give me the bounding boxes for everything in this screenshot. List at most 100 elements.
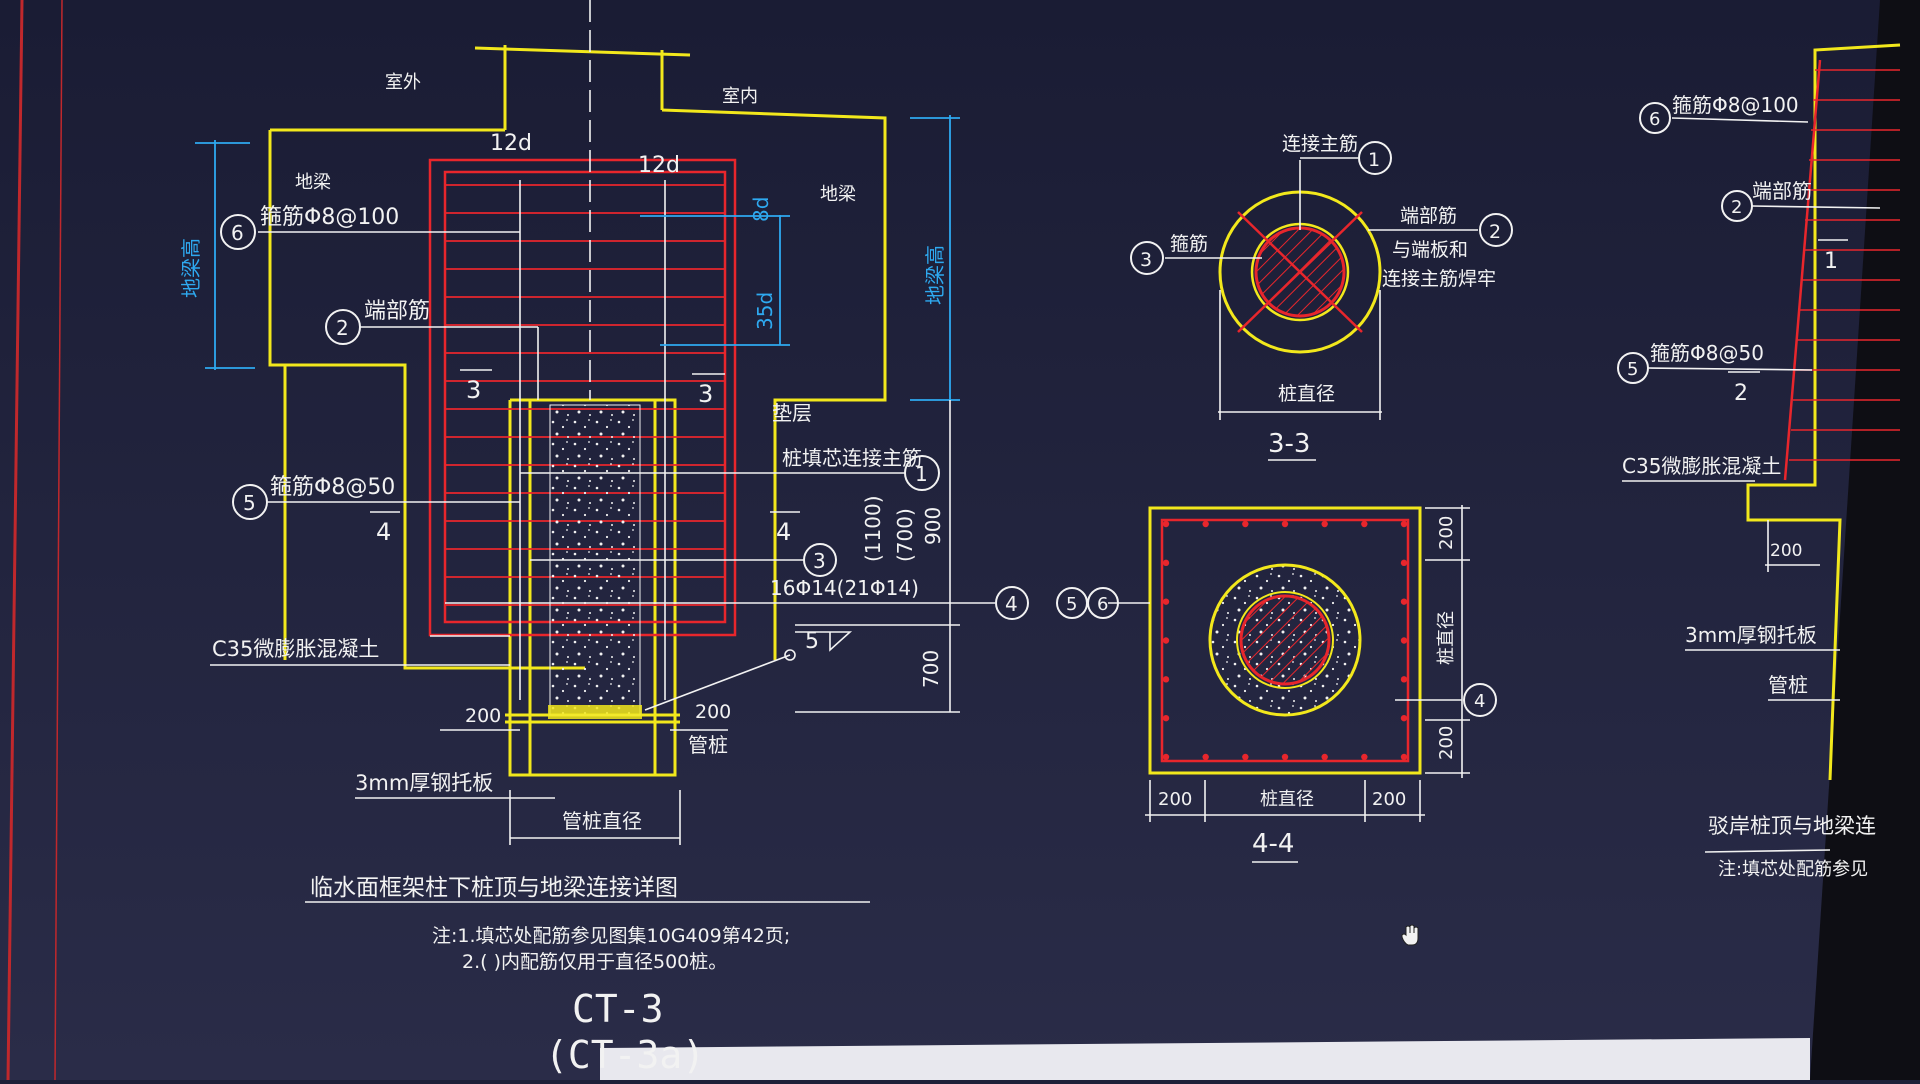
- right-partial-detail: 箍筋Φ8@100 端部筋 1 箍筋Φ8@50 2 C35微膨胀混凝土 200 3…: [1617, 43, 1901, 880]
- screen-edge-line-2: [54, 0, 63, 1081]
- callout-num-6: 6: [231, 221, 244, 245]
- sec44-rebar-dot: [1202, 520, 1209, 528]
- label-35d: 35d: [753, 292, 777, 330]
- callout-circle-4: [995, 586, 1029, 620]
- weld-dot: [784, 649, 796, 661]
- sec44-outline: [1148, 506, 1422, 775]
- sec44-num-4: 4: [1474, 691, 1485, 712]
- sec44-dim-200-top: 200: [1436, 516, 1457, 550]
- callout-circle-3: [803, 543, 837, 577]
- label-dim-700: 700: [919, 650, 943, 688]
- label-code-1: CT-3: [572, 987, 664, 1031]
- sec44-rebar-dot: [1400, 637, 1408, 644]
- right-concrete: C35微膨胀混凝土: [1622, 454, 1781, 478]
- right-num-5: 5: [1627, 359, 1638, 380]
- right-callout-5: 箍筋Φ8@50: [1650, 341, 1764, 365]
- sec33-num-3: 3: [1140, 249, 1152, 271]
- right-title-line: [1704, 849, 1831, 853]
- sec44-label: 4-4: [1252, 829, 1294, 859]
- right-circle-6: [1639, 102, 1671, 134]
- callout-num-3: 3: [813, 549, 826, 573]
- monitor-bezel-right: [1810, 0, 1920, 1080]
- label-outdoor: 室外: [385, 72, 421, 93]
- right-num-2: 2: [1731, 197, 1742, 218]
- right-callout-6: 箍筋Φ8@100: [1672, 93, 1799, 117]
- label-callout-2: 端部筋: [364, 299, 430, 324]
- label-sec4-right: 4: [776, 518, 791, 546]
- sec44-rebar-dot: [1321, 520, 1328, 528]
- sec44-rebar-dot: [1400, 714, 1408, 722]
- label-ground-beam-right: 地梁: [820, 184, 856, 205]
- sec44-cage: [1160, 518, 1410, 763]
- label-note-2: 2.( )内配筋仅用于直径500桩。: [462, 951, 727, 973]
- label-pipe-pile: 管桩: [688, 733, 728, 757]
- sec44-pile-dia-v: 桩直径: [1436, 611, 1457, 665]
- main-detail: 室外 室内 地梁 地梁 12d 12d 箍筋Φ8@100 端部筋 箍筋Φ8@50…: [179, 0, 1029, 1077]
- sec44-dim-200-left: 200: [1158, 789, 1192, 810]
- right-title-part: 驳岸桩顶与地梁连: [1708, 814, 1876, 838]
- sec44-rebar-dot: [1361, 753, 1368, 761]
- label-pile-dia: 管桩直径: [562, 809, 642, 833]
- label-title: 临水面框架柱下桩顶与地梁连接详图: [310, 875, 678, 901]
- label-cushion: 垫层: [772, 401, 812, 425]
- right-note-part: 注:填芯处配筋参见: [1718, 859, 1868, 880]
- pile-bottom-band: [548, 705, 642, 719]
- sec44-rebar-dot: [1162, 753, 1170, 761]
- beam-outline-left-lower: [268, 130, 585, 670]
- label-note-1: 注:1.填芯处配筋参见图集10G409第42页;: [432, 925, 790, 947]
- label-code-2: (CT-3a): [545, 1033, 705, 1077]
- right-circle-5: [1617, 352, 1649, 384]
- sec33-num-1: 1: [1368, 149, 1380, 171]
- sec33-end-bar-3-label: 连接主筋焊牢: [1382, 268, 1496, 290]
- sec44-rebar-dot: [1400, 676, 1408, 683]
- callout-circle-1: [904, 455, 940, 491]
- sec44-rebar-dot: [1242, 520, 1249, 528]
- label-callout-4: 16Φ14(21Φ14): [770, 576, 919, 600]
- screen-lower-white-edge: [600, 1038, 1810, 1080]
- sec44-rebar-dot: [1162, 637, 1170, 644]
- sec44-rebar-dot: [1400, 598, 1408, 605]
- sec44-circle-6: [1087, 587, 1119, 619]
- right-dim-200-label: 200: [1770, 541, 1802, 561]
- sec44-core: [1239, 594, 1331, 686]
- label-plate: 3mm厚钢托板: [355, 771, 493, 795]
- right-leader-5: [1647, 367, 1813, 371]
- right-plate: 3mm厚钢托板: [1685, 623, 1817, 647]
- sec44-rebar-dot: [1281, 520, 1289, 528]
- callout-circle-5: [232, 484, 268, 520]
- sec44-rebar-dot: [1400, 753, 1408, 761]
- sec44-dim-200-right: 200: [1372, 789, 1406, 810]
- callout-num-1: 1: [915, 462, 928, 486]
- callout-num-4: 4: [1005, 592, 1018, 616]
- label-beam-height-right: 地梁高: [923, 245, 947, 305]
- label-dim-200-right: 200: [695, 701, 731, 723]
- label-dim-200-left: 200: [465, 705, 501, 727]
- section-3-3: 连接主筋 箍筋 端部筋 与端板和 连接主筋焊牢 桩直径 3-3 1 2 3: [1130, 133, 1513, 461]
- sec44-rebar-dot: [1400, 520, 1408, 528]
- sec33-pile-dia: 桩直径: [1278, 383, 1335, 405]
- callout-circle-6: [220, 214, 256, 250]
- sec44-rebar-dot: [1202, 753, 1209, 761]
- sec33-stirrup: 箍筋: [1170, 233, 1208, 255]
- label-concrete: C35微膨胀混凝土: [212, 637, 379, 661]
- sec33-label: 3-3: [1268, 429, 1310, 459]
- label-sec4-left: 4: [376, 518, 391, 546]
- label-ground-beam-left: 地梁: [295, 172, 331, 193]
- right-sec-2: 2: [1734, 381, 1748, 406]
- label-callout-6: 箍筋Φ8@100: [260, 205, 399, 230]
- pile-outline: [508, 398, 677, 777]
- right-leader-2: [1751, 205, 1881, 209]
- label-indoor: 室内: [722, 86, 758, 107]
- label-sec3-right: 3: [698, 380, 713, 408]
- sec44-pile-dia-h: 桩直径: [1260, 789, 1314, 810]
- label-callout-5: 箍筋Φ8@50: [270, 475, 395, 500]
- label-beam-height-left: 地梁高: [179, 238, 203, 298]
- sec44-num-5: 5: [1066, 594, 1077, 615]
- right-pipe-pile: 管桩: [1768, 673, 1808, 697]
- callout-circle-2: [325, 309, 361, 345]
- callout-num-5: 5: [243, 491, 256, 515]
- right-num-6: 6: [1649, 109, 1660, 130]
- label-sec3-left: 3: [466, 376, 481, 404]
